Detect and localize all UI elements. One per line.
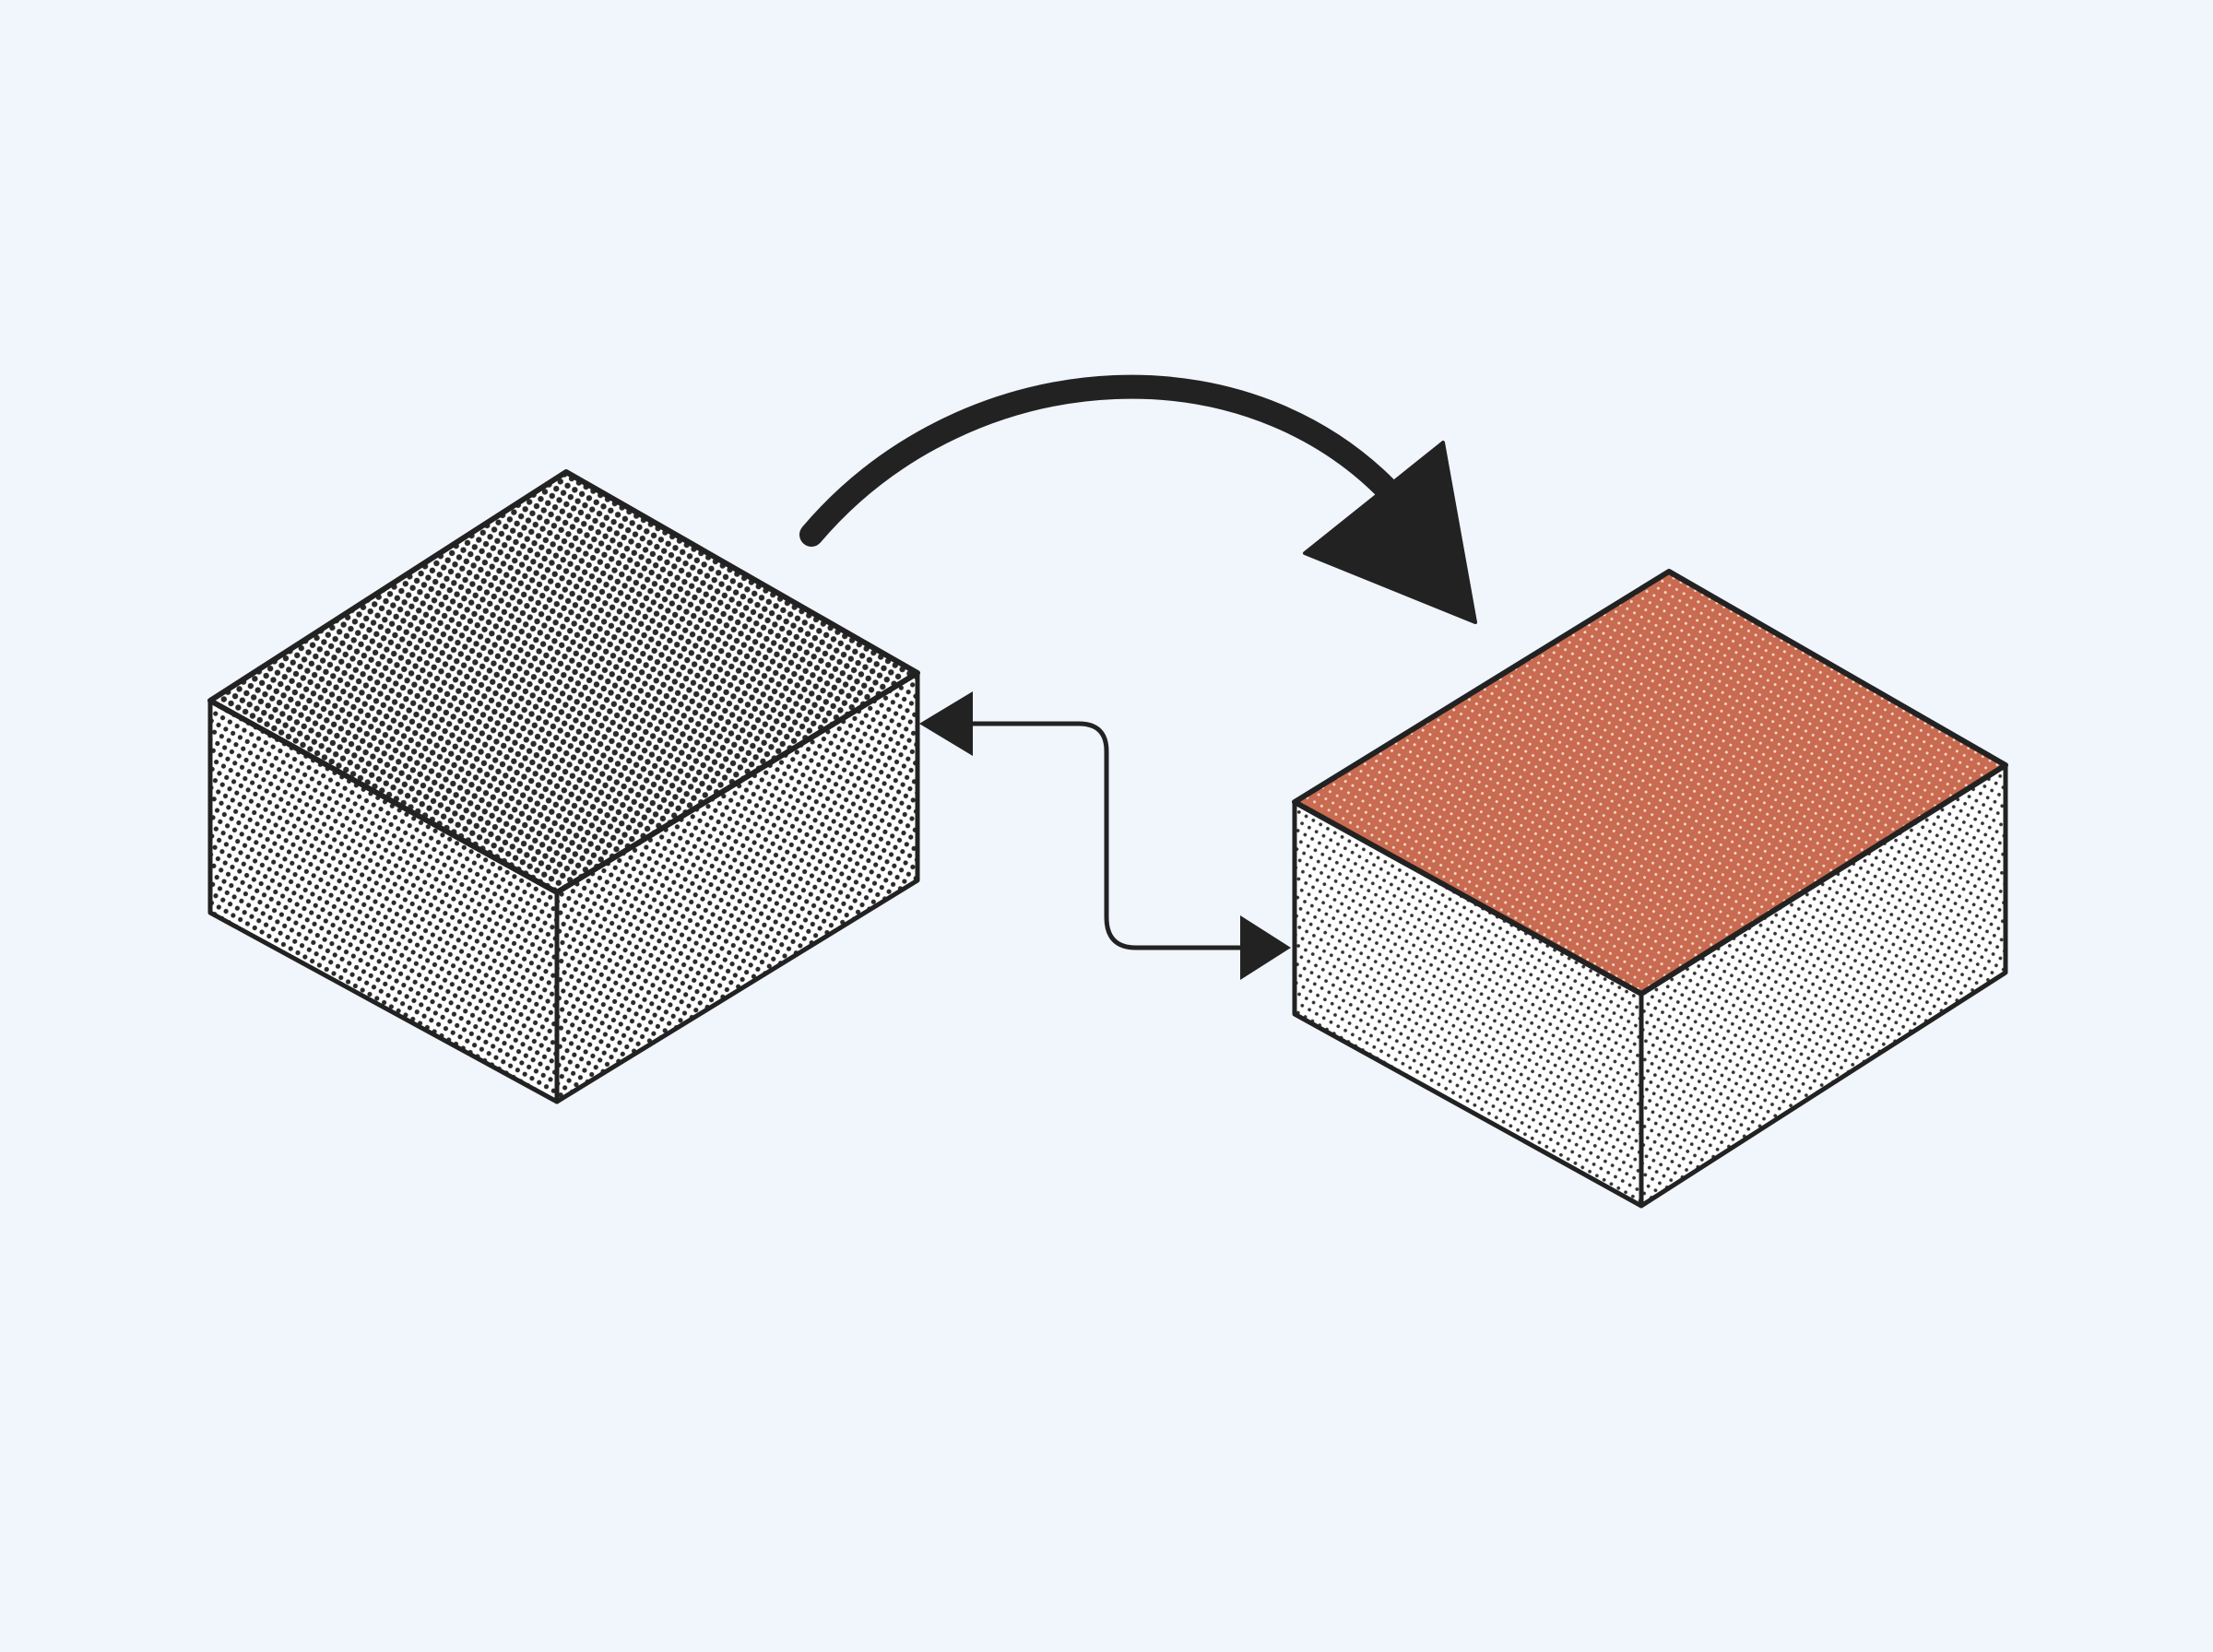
curved-arrow-head	[1303, 441, 1477, 624]
curved-arrow-shaft	[799, 374, 1423, 547]
elbow-connector-line	[959, 721, 1249, 950]
block-target-top-face	[1292, 569, 2008, 997]
block-target	[1292, 569, 2008, 1209]
elbow-arrowhead-left	[919, 691, 973, 756]
curved-arrow	[799, 374, 1477, 624]
block-source	[207, 469, 920, 1104]
block-source-top-face	[207, 469, 920, 895]
elbow-connector	[919, 691, 1291, 980]
elbow-arrowhead-right	[1240, 915, 1291, 980]
